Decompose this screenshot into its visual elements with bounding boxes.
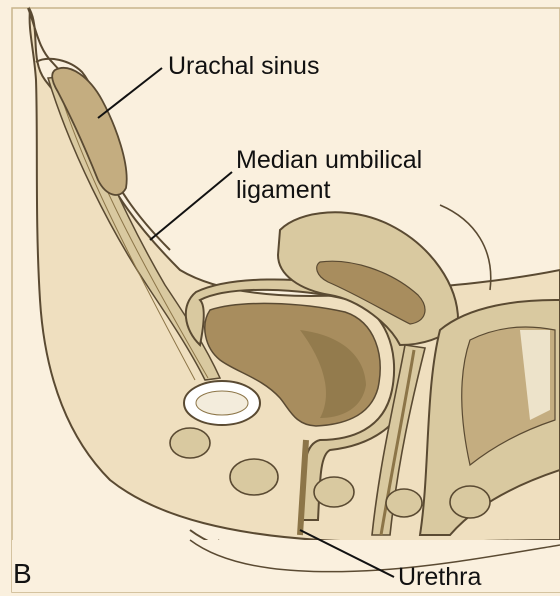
sacral-segment-1: [170, 428, 210, 458]
label-median-umbilical-line1: Median umbilical: [236, 146, 422, 174]
sacral-segment-4: [386, 489, 422, 517]
pubic-symphysis-inner: [196, 391, 248, 415]
label-urethra: Urethra: [398, 563, 481, 591]
sacral-segment-5: [450, 486, 490, 518]
panel-letter: B: [13, 560, 32, 588]
label-median-umbilical-line2: ligament: [236, 176, 331, 204]
sacral-segment-2: [230, 459, 278, 495]
sacral-segment-3: [314, 477, 354, 507]
label-urachal-sinus: Urachal sinus: [168, 52, 319, 80]
